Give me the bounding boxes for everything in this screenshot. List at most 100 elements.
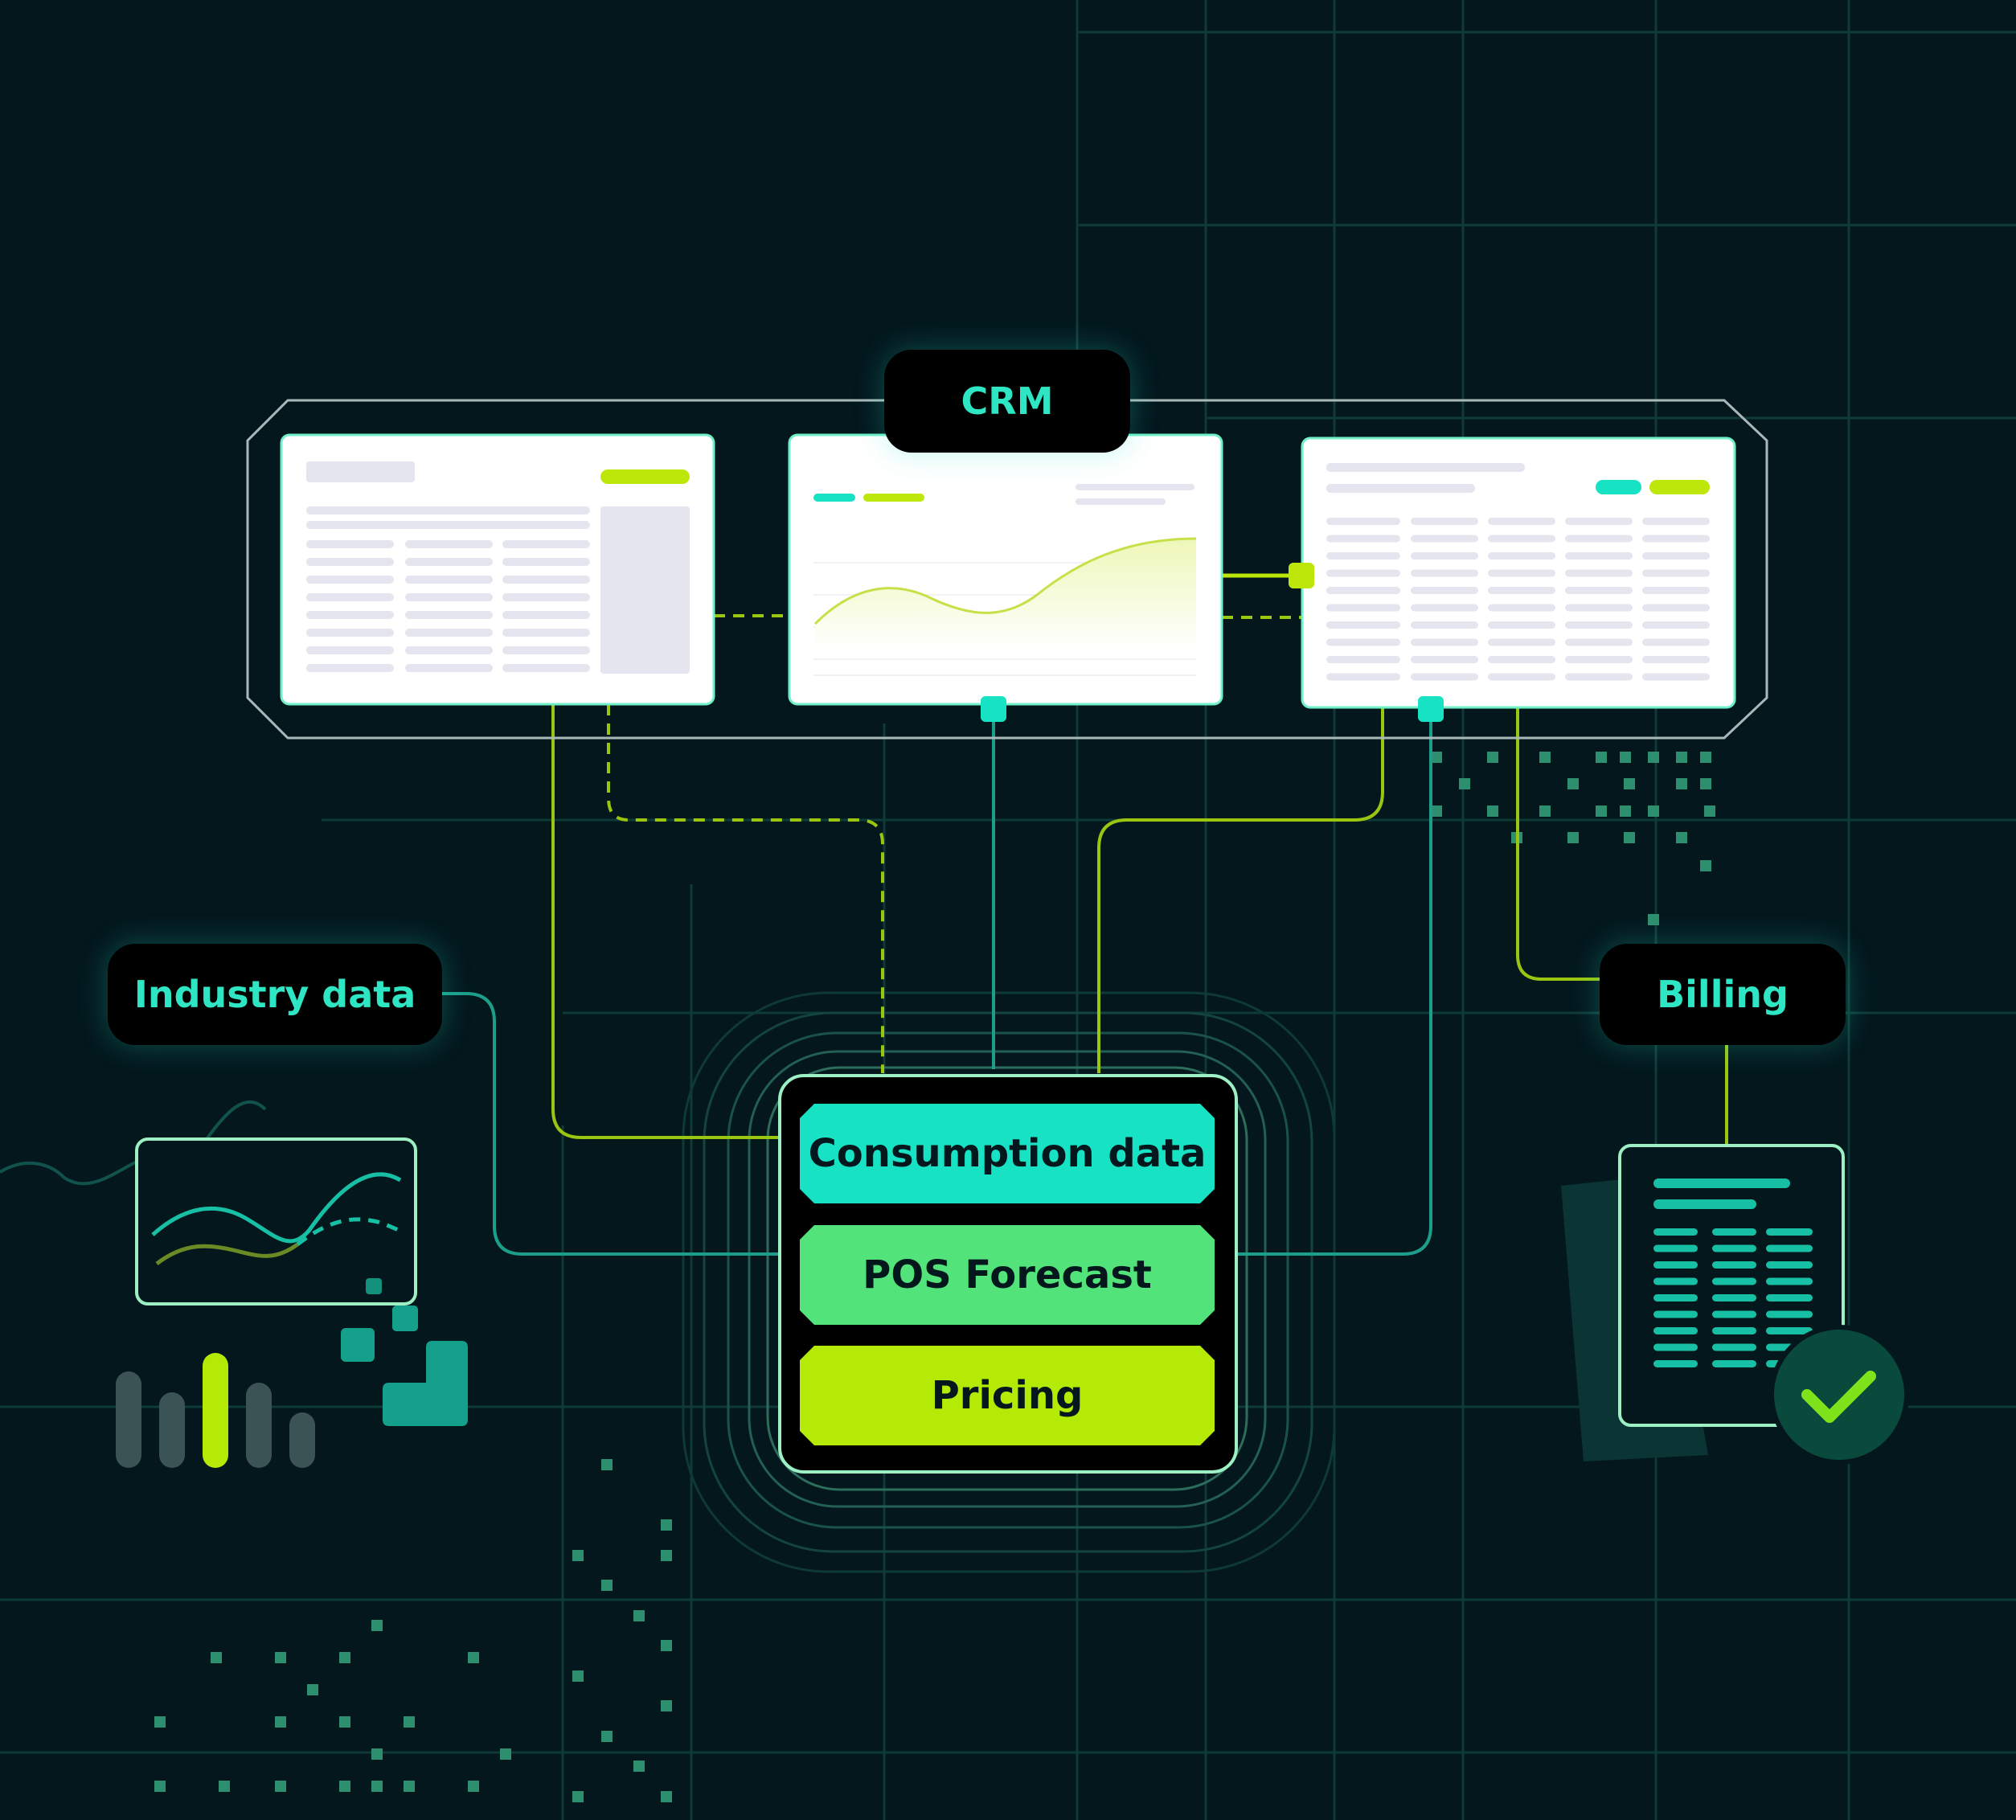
placeholder-row	[1488, 552, 1555, 560]
placeholder-row	[1488, 656, 1555, 663]
industry-line-chart-icon	[137, 1139, 416, 1304]
invoice-row	[1766, 1261, 1813, 1269]
placeholder-row	[502, 664, 590, 672]
placeholder-row	[1642, 552, 1710, 560]
invoice-row	[1712, 1294, 1756, 1301]
connector-node-data	[1418, 696, 1444, 722]
placeholder-row	[502, 611, 590, 619]
placeholder-row	[1642, 674, 1710, 681]
placeholder-row	[306, 558, 394, 566]
invoice-row	[1712, 1360, 1756, 1367]
placeholder-row	[306, 593, 394, 601]
placeholder-row	[1565, 552, 1633, 560]
invoice-row	[1653, 1294, 1698, 1301]
connector-node-chart	[981, 696, 1006, 722]
connector-crm-data-to-hub	[1099, 707, 1383, 1073]
billing-label: Billing	[1600, 944, 1846, 1045]
placeholder-row	[1565, 621, 1633, 629]
invoice-row	[1712, 1228, 1756, 1236]
invoice-row	[1653, 1327, 1698, 1334]
placeholder-row	[1326, 535, 1400, 543]
placeholder-row	[1488, 621, 1555, 629]
placeholder-row	[502, 576, 590, 584]
invoice-row	[1712, 1245, 1756, 1252]
placeholder-row	[405, 664, 493, 672]
placeholder-row	[1411, 674, 1478, 681]
invoice-row	[1653, 1311, 1698, 1318]
placeholder-row	[1411, 605, 1478, 612]
placeholder-row	[306, 576, 394, 584]
placeholder-row	[405, 540, 493, 548]
connector-crm-to-billing	[1518, 707, 1600, 979]
stack-pricing: Pricing	[800, 1346, 1215, 1445]
placeholder-row	[1642, 570, 1710, 577]
crm-chart-window	[789, 435, 1222, 704]
placeholder-row	[306, 646, 394, 654]
connector-node-lime	[1289, 563, 1314, 588]
stack-pos-forecast: POS Forecast	[800, 1225, 1215, 1325]
placeholder-row	[1326, 656, 1400, 663]
check-icon	[1772, 1327, 1907, 1462]
placeholder-row	[1565, 674, 1633, 681]
crm-table-window	[281, 435, 714, 704]
crm-label: CRM	[884, 350, 1130, 453]
placeholder-row	[1326, 518, 1400, 525]
invoice-row	[1653, 1261, 1698, 1269]
placeholder-row	[1565, 605, 1633, 612]
placeholder-row	[1565, 639, 1633, 646]
placeholder-row	[1411, 570, 1478, 577]
placeholder-row	[1642, 535, 1710, 543]
invoice-row	[1653, 1228, 1698, 1236]
placeholder-row	[502, 558, 590, 566]
invoice-row	[1712, 1261, 1756, 1269]
placeholder-row	[1411, 552, 1478, 560]
invoice-row	[1766, 1228, 1813, 1236]
placeholder-row	[1565, 570, 1633, 577]
placeholder-row	[405, 558, 493, 566]
stack-consumption-data: Consumption data	[800, 1104, 1215, 1203]
invoice-row	[1653, 1344, 1698, 1351]
placeholder-row	[405, 646, 493, 654]
placeholder-row	[1488, 570, 1555, 577]
placeholder-row	[1488, 535, 1555, 543]
placeholder-row	[1411, 621, 1478, 629]
placeholder-row	[1565, 656, 1633, 663]
placeholder-row	[1326, 570, 1400, 577]
placeholder-row	[1488, 518, 1555, 525]
placeholder-row	[1411, 656, 1478, 663]
placeholder-row	[502, 646, 590, 654]
crm-data-window	[1302, 438, 1735, 707]
placeholder-row	[306, 611, 394, 619]
invoice-row	[1653, 1245, 1698, 1252]
invoice-row	[1766, 1311, 1813, 1318]
placeholder-row	[502, 629, 590, 637]
invoice-row	[1712, 1344, 1756, 1351]
invoice-row	[1712, 1278, 1756, 1285]
placeholder-row	[1326, 674, 1400, 681]
invoice-row	[1766, 1278, 1813, 1285]
placeholder-row	[405, 629, 493, 637]
placeholder-row	[1642, 518, 1710, 525]
placeholder-row	[1488, 674, 1555, 681]
placeholder-row	[1565, 535, 1633, 543]
invoice-row	[1653, 1360, 1698, 1367]
placeholder-row	[1411, 535, 1478, 543]
placeholder-row	[1488, 639, 1555, 646]
placeholder-row	[1642, 639, 1710, 646]
connector-crm-table-to-hub	[553, 704, 780, 1138]
invoice-row	[1766, 1245, 1813, 1252]
industry-bar-chart-icon	[116, 1353, 315, 1468]
industry-data-label: Industry data	[108, 944, 442, 1045]
placeholder-row	[1565, 518, 1633, 525]
placeholder-row	[1642, 587, 1710, 594]
placeholder-row	[1411, 518, 1478, 525]
placeholder-row	[306, 629, 394, 637]
placeholder-row	[1411, 639, 1478, 646]
placeholder-row	[1326, 587, 1400, 594]
placeholder-row	[306, 540, 394, 548]
placeholder-row	[405, 593, 493, 601]
placeholder-row	[1326, 621, 1400, 629]
